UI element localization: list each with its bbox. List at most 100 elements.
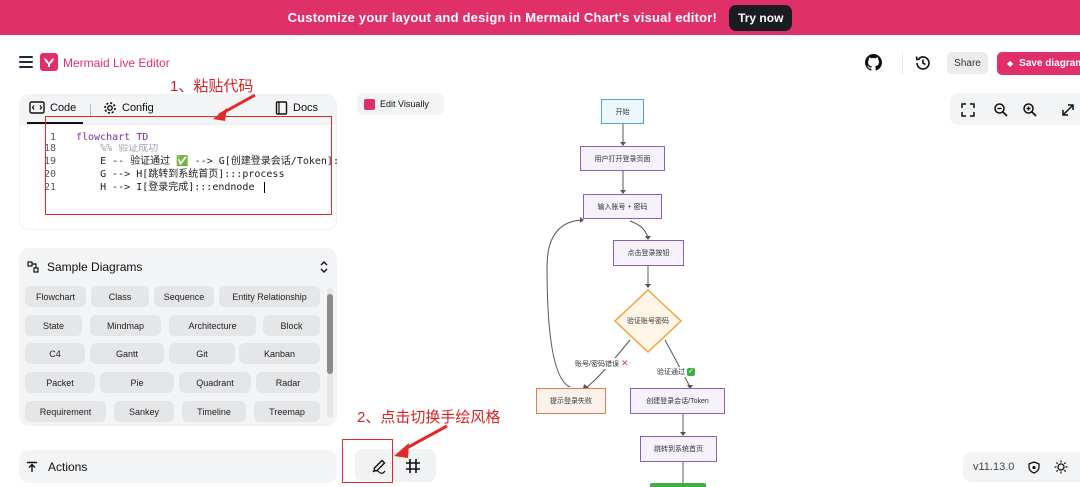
sample-kanban[interactable]: Kanban bbox=[239, 343, 320, 364]
line-number: 18 bbox=[43, 144, 56, 154]
samples-scrollbar-thumb[interactable] bbox=[327, 294, 333, 374]
line-text: G --> H[跳转到系统首页]:::process bbox=[76, 169, 285, 180]
annotation-box-code bbox=[45, 116, 332, 215]
node-fail[interactable]: 提示登录失败 bbox=[536, 388, 606, 414]
actions-title: Actions bbox=[48, 459, 88, 474]
history-icon[interactable] bbox=[914, 54, 932, 72]
handdrawn-toggle-icon[interactable] bbox=[371, 458, 387, 474]
sample-entity-relationship[interactable]: Entity Relationship bbox=[219, 286, 320, 307]
sample-diagrams-title: Sample Diagrams bbox=[47, 260, 143, 274]
zoom-out-icon[interactable] bbox=[993, 102, 1009, 118]
edge-label-error: 账号/密码错误 ✕ bbox=[575, 358, 629, 369]
shield-icon[interactable] bbox=[1028, 460, 1041, 474]
version-bar: v11.13.0 bbox=[963, 452, 1080, 482]
sample-list: Flowchart Class Sequence Entity Relation… bbox=[23, 286, 323, 422]
fit-screen-icon[interactable] bbox=[960, 102, 976, 118]
try-now-button[interactable]: Try now bbox=[729, 4, 793, 31]
share-button[interactable]: Share bbox=[947, 52, 988, 74]
code-line: 19 E -- 验证通过 ✅ --> G[创建登录会话/Token]:: bbox=[20, 155, 338, 168]
sample-gantt[interactable]: Gantt bbox=[90, 343, 164, 364]
node-start[interactable]: 开始 bbox=[601, 99, 644, 124]
menu-icon[interactable] bbox=[19, 56, 33, 68]
sample-timeline[interactable]: Timeline bbox=[182, 401, 246, 422]
upload-icon bbox=[27, 461, 37, 472]
top-bar: Mermaid Live Editor Share ◆ Save diagram bbox=[0, 35, 1080, 90]
sample-treemap[interactable]: Treemap bbox=[254, 401, 320, 422]
annotation-arrow-icon bbox=[394, 424, 448, 458]
code-icon bbox=[29, 101, 45, 114]
cross-mark-icon: ✕ bbox=[620, 358, 629, 368]
gear-icon bbox=[104, 102, 116, 114]
line-number: 20 bbox=[43, 169, 56, 180]
node-open-page[interactable]: 用户打开登录页面 bbox=[580, 146, 665, 171]
promo-banner: Customize your layout and design in Merm… bbox=[0, 0, 1080, 35]
node-home[interactable]: 跳转到系统首页 bbox=[640, 436, 717, 462]
sample-sequence[interactable]: Sequence bbox=[154, 286, 214, 307]
diagram-icon bbox=[27, 261, 39, 273]
sample-c4[interactable]: C4 bbox=[25, 343, 85, 364]
decision-diamond bbox=[613, 288, 683, 354]
line-text: %% 验证成功 bbox=[76, 144, 159, 154]
tab-code[interactable]: Code bbox=[29, 101, 76, 114]
line-number: 21 bbox=[43, 182, 56, 193]
edge-label-pass: 验证通过 ✓ bbox=[657, 367, 695, 377]
mermaid-mark-icon bbox=[364, 98, 375, 110]
node-input[interactable]: 输入账号 + 密码 bbox=[583, 194, 662, 219]
actions-panel[interactable]: Actions bbox=[19, 450, 337, 483]
sample-quadrant[interactable]: Quadrant bbox=[179, 372, 251, 393]
grid-icon[interactable] bbox=[405, 458, 421, 474]
sample-radar[interactable]: Radar bbox=[256, 372, 320, 393]
edge-label-error-text: 账号/密码错误 bbox=[575, 360, 619, 368]
tab-divider bbox=[90, 104, 91, 117]
tab-config[interactable]: Config bbox=[103, 101, 154, 115]
collapse-chevron-icon[interactable] bbox=[319, 260, 329, 274]
node-verify[interactable]: 验证账号密码 bbox=[613, 288, 683, 354]
divider bbox=[902, 52, 903, 74]
annotation-box-handdrawn bbox=[342, 439, 393, 483]
github-icon[interactable] bbox=[865, 54, 882, 71]
node-click-login[interactable]: 点击登录按钮 bbox=[613, 240, 684, 266]
sample-pie[interactable]: Pie bbox=[100, 372, 174, 393]
code-line: 18 %% 验证成功 bbox=[20, 144, 338, 155]
sample-git[interactable]: Git bbox=[169, 343, 235, 364]
tab-code-label: Code bbox=[50, 101, 77, 114]
sample-flowchart[interactable]: Flowchart bbox=[25, 286, 86, 307]
text-cursor bbox=[264, 182, 265, 193]
code-line: 20 G --> H[跳转到系统首页]:::process bbox=[20, 168, 338, 181]
tab-docs-label: Docs bbox=[293, 102, 319, 114]
zoom-in-icon[interactable] bbox=[1022, 102, 1038, 118]
mermaid-mark-icon: ◆ bbox=[1007, 59, 1014, 68]
sample-diagrams-panel: Sample Diagrams Flowchart Class Sequence… bbox=[19, 248, 337, 426]
line-text: H --> I[登录完成]:::endnode bbox=[76, 182, 255, 193]
line-text: E -- 验证通过 ✅ --> G[创建登录会话/Token]:: bbox=[76, 156, 338, 167]
tab-docs[interactable]: Docs bbox=[275, 101, 318, 115]
sample-mindmap[interactable]: Mindmap bbox=[90, 315, 161, 336]
sample-packet[interactable]: Packet bbox=[25, 372, 95, 393]
edit-visually-button[interactable]: Edit Visually bbox=[357, 93, 444, 115]
check-mark-icon: ✓ bbox=[687, 368, 695, 376]
code-area[interactable]: 1 flowchart TD 18 %% 验证成功 19 E -- 验证通过 ✅… bbox=[19, 124, 338, 230]
annotation-paste-code: 1、粘贴代码 bbox=[170, 78, 254, 95]
theme-toggle-icon[interactable] bbox=[1054, 460, 1068, 474]
sample-sankey[interactable]: Sankey bbox=[114, 401, 174, 422]
canvas-bottom-tools bbox=[355, 449, 436, 482]
app-title: Mermaid Live Editor bbox=[63, 56, 170, 70]
node-session[interactable]: 创建登录会话/Token bbox=[630, 388, 725, 414]
save-diagram-button[interactable]: ◆ Save diagram bbox=[997, 52, 1080, 75]
line-text: flowchart TD bbox=[76, 132, 149, 143]
expand-icon[interactable] bbox=[1060, 102, 1076, 118]
sample-state[interactable]: State bbox=[25, 315, 82, 336]
sample-diagrams-header[interactable]: Sample Diagrams bbox=[27, 260, 142, 274]
sample-requirement[interactable]: Requirement bbox=[25, 401, 106, 422]
node-verify-label: 验证账号密码 bbox=[627, 318, 669, 325]
annotation-toggle-handdrawn: 2、点击切换手绘风格 bbox=[357, 409, 501, 426]
book-icon bbox=[275, 101, 288, 115]
code-line: 21 H --> I[登录完成]:::endnode bbox=[20, 181, 338, 194]
sample-block[interactable]: Block bbox=[263, 315, 320, 336]
sample-class[interactable]: Class bbox=[91, 286, 149, 307]
sample-architecture[interactable]: Architecture bbox=[169, 315, 256, 336]
line-number: 19 bbox=[43, 156, 56, 167]
left-panel: Code Config Docs 1 flowchart TD 18 %% 验证… bbox=[0, 90, 345, 487]
canvas-toolbar bbox=[950, 93, 1080, 125]
line-number: 1 bbox=[49, 132, 56, 143]
